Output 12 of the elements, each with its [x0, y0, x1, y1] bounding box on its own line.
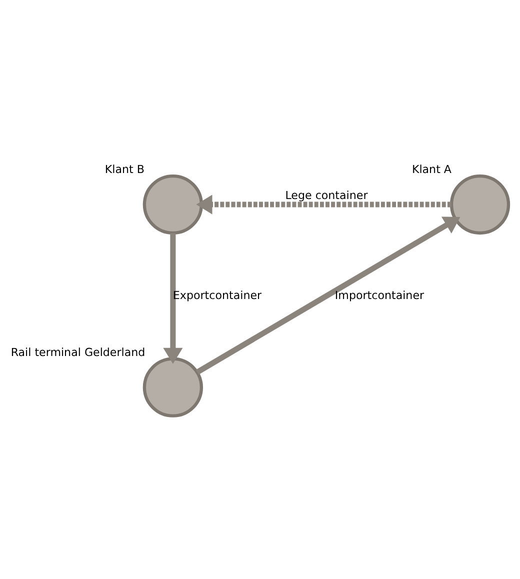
node-circle	[142, 356, 204, 417]
edge-label: Importcontainer	[334, 288, 424, 302]
node-label: Klant A	[412, 162, 452, 176]
arrow	[163, 232, 183, 364]
node-circle	[450, 174, 510, 234]
node-circle	[142, 174, 204, 234]
arrow	[196, 216, 460, 374]
edge-label: Exportcontainer	[172, 288, 262, 302]
arrow	[196, 194, 452, 214]
node-label: Klant B	[104, 162, 144, 176]
node-label: Rail terminal Gelderland	[10, 345, 146, 358]
edge-label: Lege container	[285, 188, 368, 202]
